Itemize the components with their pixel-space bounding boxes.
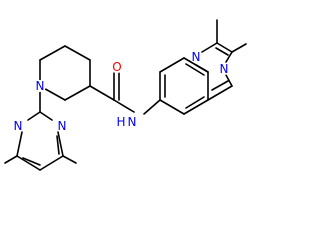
- bond-pm-double-b: [56, 135, 60, 155]
- bond-pip-c5-c6: [39, 45, 66, 61]
- bond-q-n1-c2: [201, 42, 218, 53]
- atom-amide-oxygen: O: [112, 60, 121, 74]
- bond-lines: [4, 19, 247, 171]
- bond-q-double-b: [185, 96, 205, 109]
- bond-q-pyr-double-b: [211, 80, 229, 91]
- bond-pip-c4-c5: [64, 45, 91, 61]
- bond-pm-c6-c5: [16, 155, 41, 171]
- atom-label-background: [34, 80, 46, 92]
- bond-q-double-c: [185, 63, 205, 76]
- bond-q-methyl-right: [231, 43, 247, 53]
- bond-carbonyl-n: [113, 99, 135, 113]
- atom-label-background: [115, 116, 127, 128]
- bond-q-n4-c4a: [225, 74, 233, 87]
- atom-amide-hydrogen: H: [116, 115, 125, 129]
- molecule-structure: O N H N N N N N: [4, 19, 247, 171]
- bond-pm-c2-n3: [39, 111, 53, 121]
- bond-pm-methyl-left: [4, 155, 18, 164]
- bond-q-c5-c4a: [183, 99, 209, 115]
- bond-q-c4a-ring: [207, 85, 233, 101]
- bond-n-aryl: [143, 99, 161, 115]
- atom-label-background: [190, 51, 202, 63]
- atom-label-background: [218, 63, 230, 75]
- bond-q-pyr-double-a: [215, 47, 229, 56]
- bond-pm-c5-c4: [39, 155, 64, 171]
- bond-pm-methyl-right: [62, 155, 77, 164]
- atom-pyrimidine-n3: N: [58, 119, 67, 133]
- bond-pip-c2-c3: [64, 85, 91, 101]
- atom-quinoxaline-n4: N: [220, 62, 229, 76]
- atom-label-background: [126, 116, 138, 128]
- bond-q-c8a-n1: [195, 64, 209, 73]
- bond-q-c2-c3: [216, 42, 233, 53]
- atom-label-background: [56, 120, 68, 132]
- atom-quinoxaline-n1: N: [192, 50, 201, 64]
- bond-pm-n1-c6: [16, 131, 23, 157]
- bond-pm-double-a: [22, 157, 41, 166]
- atom-amide-nitrogen: N: [128, 115, 137, 129]
- atom-pyrimidine-n1: N: [14, 119, 23, 133]
- atom-label-background: [111, 61, 123, 73]
- atom-labels: O N H N N N N N: [12, 50, 230, 133]
- bond-pm-n3-c4: [57, 131, 64, 157]
- atom-piperidine-nitrogen: N: [36, 79, 45, 93]
- bond-q-c8-c7: [159, 57, 185, 73]
- bond-pm-c2-n1: [27, 111, 41, 121]
- bond-q-c6-c5: [159, 99, 185, 115]
- bond-q-c3-n4: [225, 51, 233, 63]
- bond-c3-carbonyl: [89, 85, 115, 101]
- atom-label-background: [12, 120, 24, 132]
